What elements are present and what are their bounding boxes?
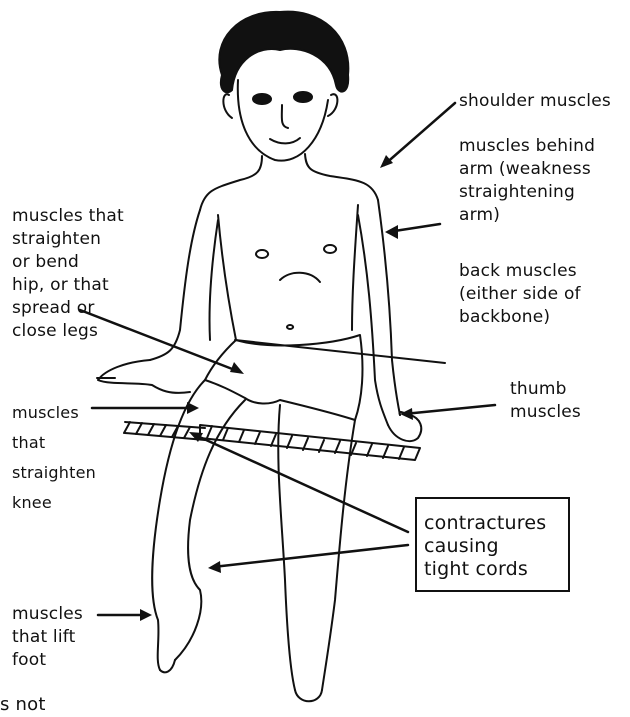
- label-muscles-behind-arm: muscles behind arm (weakness straighteni…: [459, 135, 595, 227]
- label-contractures: contractures causing tight cords: [424, 512, 546, 581]
- label-thumb-muscles: thumb muscles: [510, 378, 581, 424]
- label-foot-muscles: muscles that lift foot: [12, 603, 83, 672]
- label-hip-muscles: muscles that straighten or bend hip, or …: [12, 205, 124, 343]
- label-back-muscles: back muscles (either side of backbone): [459, 260, 581, 329]
- label-knee-muscles: muscles that straighten knee: [12, 398, 96, 518]
- cut-off-text: s not: [0, 693, 46, 716]
- shorts: [205, 335, 362, 420]
- label-shoulder-muscles: shoulder muscles: [459, 90, 611, 113]
